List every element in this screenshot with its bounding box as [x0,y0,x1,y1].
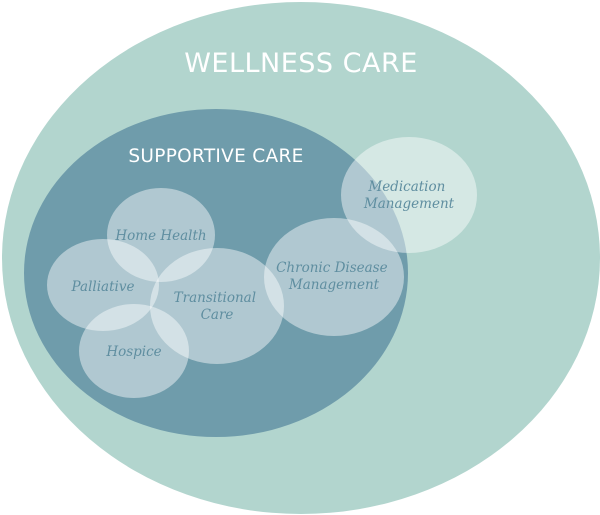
hospice-circle [79,304,189,398]
palliative-circle [47,239,159,331]
supportive-care-label: SUPPORTIVE CARE [128,146,303,167]
palliative-label-line: Palliative [71,279,135,295]
chronic-disease-management-circle [264,218,404,336]
bubble-medication-management: Medication Management [341,137,477,253]
transitional-care-label: Transitional Care [174,290,261,323]
bubble-home-health: Home Health [107,188,215,282]
bubble-transitional-care: Transitional Care [150,248,284,364]
bubble-hospice: Hospice [79,304,189,398]
medication-management-label-line-1: Medication [367,179,445,195]
home-health-circle [107,188,215,282]
transitional-care-circle [150,248,284,364]
palliative-label: Palliative [71,279,135,295]
hospice-label-line: Hospice [105,344,161,360]
transitional-care-label-line-2: Care [201,307,234,323]
transitional-care-label-line-1: Transitional [174,290,256,306]
chronic-disease-management-label-line-2: Management [288,277,380,293]
medication-management-label-line-2: Management [363,196,455,212]
home-health-label: Home Health [114,228,206,244]
wellness-care-label: WELLNESS CARE [184,48,418,79]
medication-management-circle [341,137,477,253]
home-health-label-line: Home Health [114,228,206,244]
chronic-disease-management-label: Chronic Disease Management [276,260,392,293]
supportive-care-circle [24,109,408,437]
bubble-chronic-disease-management: Chronic Disease Management [264,218,404,336]
medication-management-label: Medication Management [363,179,455,212]
bubble-palliative: Palliative [47,239,159,331]
chronic-disease-management-label-line-1: Chronic Disease [276,260,388,276]
hospice-label: Hospice [105,344,161,360]
